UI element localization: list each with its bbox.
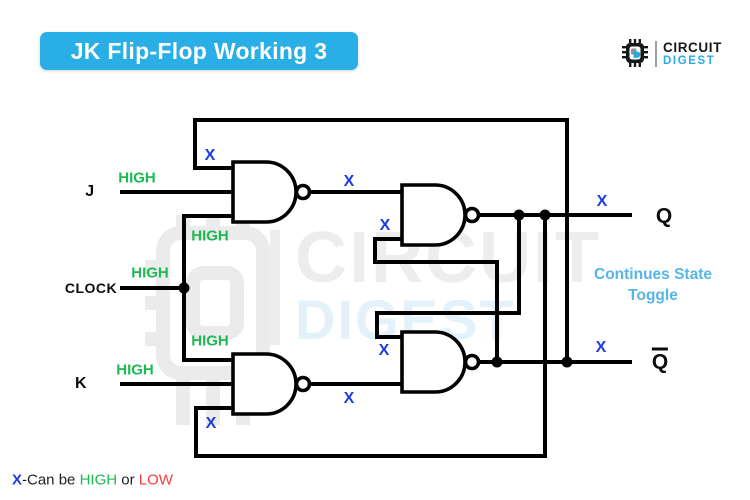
footnote-or: or (117, 471, 139, 489)
wire-cross-couple-q-to-qbar-gate (375, 213, 521, 339)
title-banner: JK Flip-Flop Working 3 (40, 32, 358, 70)
page-title: JK Flip-Flop Working 3 (70, 37, 328, 64)
footnote-legend: X-Can be HIGH or LOW (12, 472, 173, 489)
watermark-separator (270, 230, 280, 345)
x-label-q-output: X (596, 193, 608, 210)
x-label-qbar-output: X (595, 339, 607, 356)
nand-gate-qbar-bubble (463, 353, 481, 371)
logo-circuit-text: CIRCUIT (663, 39, 722, 55)
logo-digest-text: DIGEST (663, 55, 716, 67)
wire-qbar-feedback (193, 118, 569, 364)
circuitdigest-logo: CIRCUIT DIGEST (620, 38, 722, 70)
footnote-low: LOW (138, 471, 173, 489)
j-input-label: J (85, 183, 95, 200)
wire-cross-couple-qbar-to-q-gate (373, 237, 499, 364)
nand-gate-q (400, 183, 467, 247)
footnote-x: X (12, 471, 23, 489)
nand-gate-k (231, 352, 298, 416)
x-label-bottom-feedback: X (205, 415, 217, 432)
q-output-label: Q (655, 204, 673, 228)
nand-gate-qbar (400, 330, 467, 394)
nand-gate-k-bubble (294, 375, 312, 393)
footnote-sep: -Can be (22, 471, 80, 489)
footnote-high: HIGH (79, 471, 118, 489)
clock-input-label: CLOCK (64, 280, 118, 296)
status-line1: Continues State (594, 266, 712, 283)
chip-logo-icon (622, 39, 648, 67)
junction-q-1 (513, 209, 525, 221)
k-input-label: K (74, 375, 88, 392)
x-label-qgate-lower-input: X (379, 217, 391, 234)
wire-q-feedback (194, 213, 547, 458)
nand-gate-q-bubble (463, 206, 481, 224)
status-text: Continues State Toggle (594, 264, 712, 306)
high-label-j: HIGH (118, 169, 156, 187)
x-label-qbargate-upper-input: X (378, 342, 390, 359)
junction-q-2 (539, 209, 551, 221)
x-label-top-feedback: X (204, 147, 216, 164)
status-line2: Toggle (628, 287, 678, 304)
junction-clock (178, 282, 190, 294)
q-bar-output-label: Q (651, 347, 669, 373)
high-label-clock-upper: HIGH (191, 227, 229, 245)
junction-qbar-1 (491, 356, 503, 368)
high-label-k: HIGH (116, 361, 154, 379)
junction-qbar-2 (561, 356, 573, 368)
high-label-clock: HIGH (131, 264, 169, 282)
nand-gate-j (231, 160, 298, 224)
nand-gate-j-bubble (294, 183, 312, 201)
x-label-gate1-output: X (343, 173, 355, 190)
logo-separator (655, 41, 657, 67)
x-label-gate2-output: X (343, 390, 355, 407)
high-label-clock-lower: HIGH (191, 332, 229, 350)
